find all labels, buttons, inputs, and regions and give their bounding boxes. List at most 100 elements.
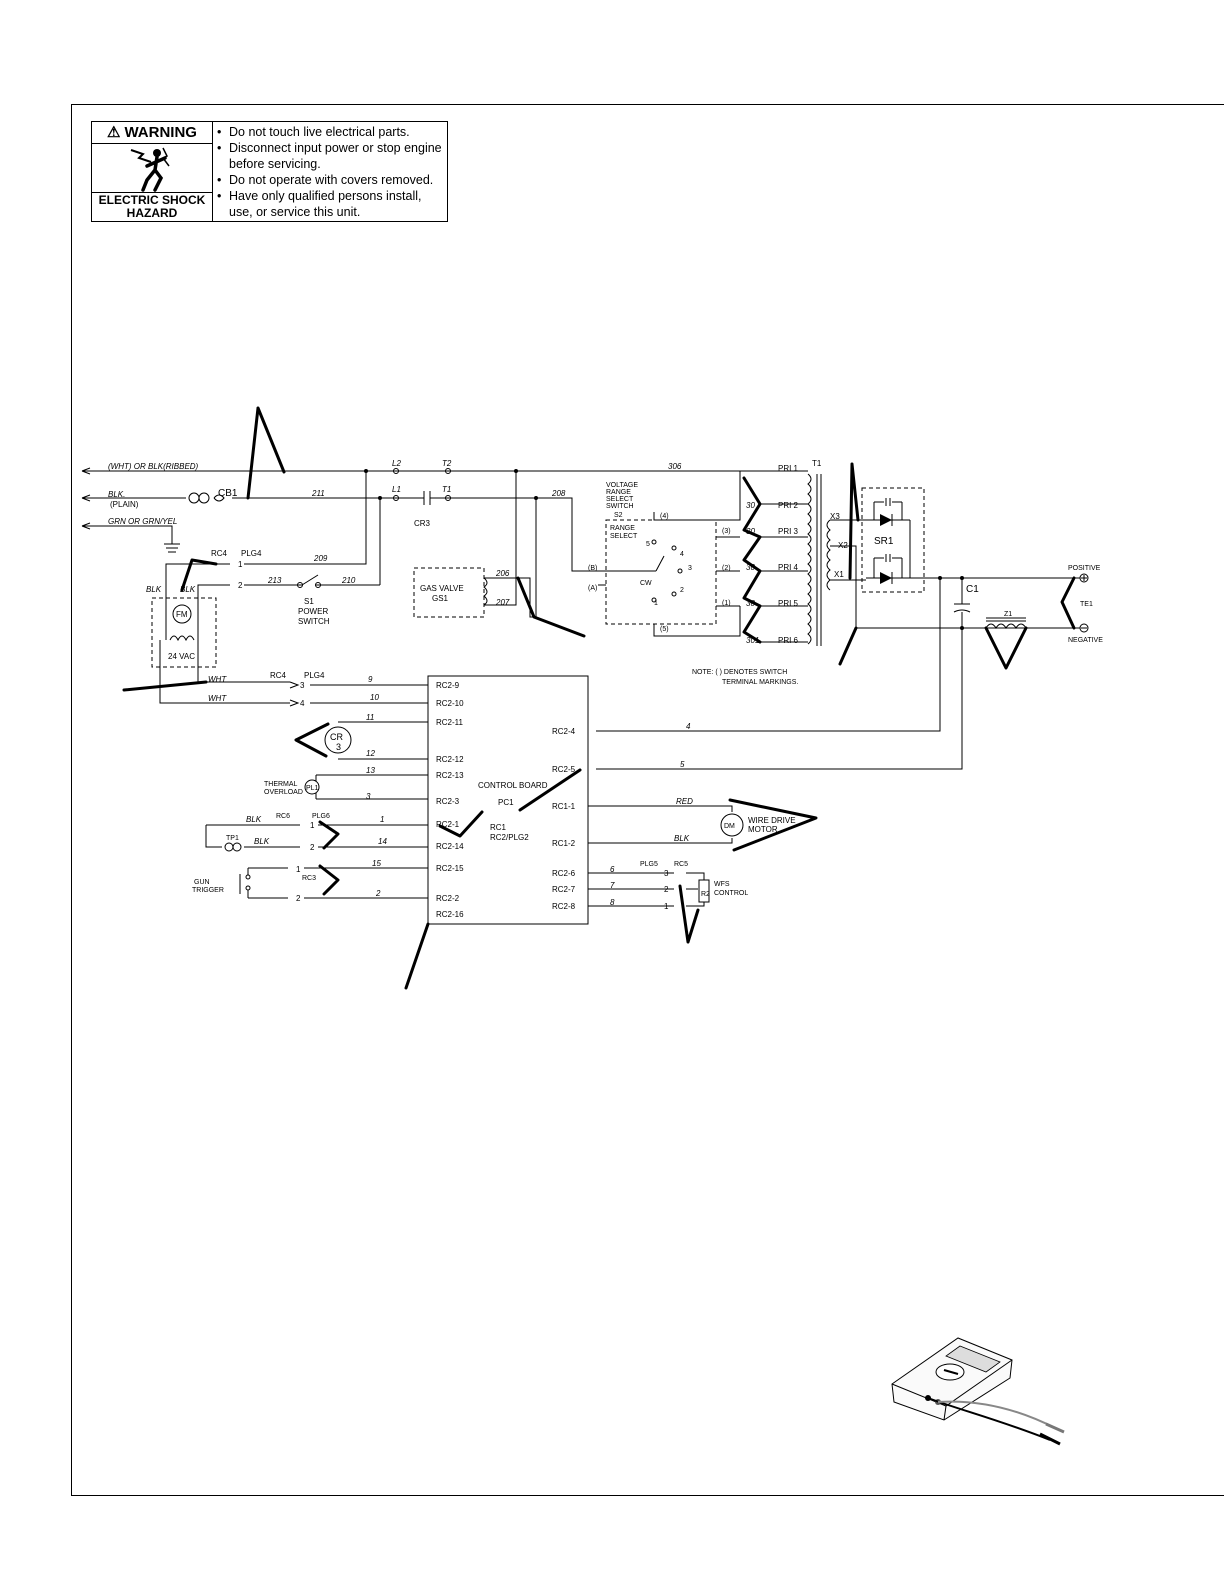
- terminal-label: L2: [392, 459, 401, 468]
- switch-label: SWITCH: [298, 617, 330, 626]
- potentiometer-label: R2: [701, 891, 710, 898]
- output-terminal-label: NEGATIVE: [1068, 637, 1103, 644]
- primary-tap-label: PRI 1: [778, 464, 799, 473]
- pin-label: RC2-12: [436, 755, 464, 764]
- pin-label: RC2-6: [552, 869, 576, 878]
- pin-label: RC2-5: [552, 765, 576, 774]
- switch-position: 4: [680, 551, 684, 558]
- shock-hazard-icon: [92, 144, 212, 193]
- drive-motor-label: DM: [724, 823, 735, 830]
- plug-pin-number: 4: [300, 699, 305, 708]
- wire-number: 8: [610, 898, 615, 907]
- terminal-label: L1: [392, 485, 401, 494]
- note-text: TERMINAL MARKINGS.: [722, 679, 798, 686]
- switch-terminal: (A): [588, 585, 597, 592]
- switch-terminal: (B): [588, 565, 597, 572]
- gas-valve: GAS VALVE GS1: [413, 567, 488, 618]
- switch-label: S1: [304, 597, 314, 606]
- wire-color-label: WHT: [208, 675, 227, 684]
- control-board-label: PC1: [498, 798, 514, 807]
- wire-number: 30: [746, 501, 755, 510]
- switch-label: CW: [640, 580, 652, 587]
- main-transformer: T1 PRI 1 PRI 2 PRI 3 PRI 4 PRI 5 PRI 6 3…: [746, 459, 866, 646]
- thermal-protector-label: TP1: [226, 835, 239, 842]
- wire-number: 2: [375, 889, 381, 898]
- switch-label: S2: [614, 512, 623, 519]
- output-terminal-label: TE1: [1080, 601, 1093, 608]
- warning-item-text: Have only qualified persons install, use…: [229, 189, 422, 219]
- connector-label: RC3: [302, 875, 316, 882]
- wire-color-label: (PLAIN): [110, 500, 139, 509]
- switch-label: VOLTAGE: [606, 482, 638, 489]
- rectifier-label: SR1: [874, 536, 894, 547]
- connector-label: RC4: [211, 549, 228, 558]
- ground-label: GRN OR GRN/YEL: [108, 517, 177, 526]
- warning-item: •Do not touch live electrical parts.: [217, 125, 410, 139]
- switch-terminal: (2): [722, 565, 731, 572]
- warning-item: •Have only qualified persons install, us…: [217, 188, 443, 220]
- wire-color-label: WHT: [208, 694, 227, 703]
- inductor-label: Z1: [1004, 611, 1012, 618]
- wire-color-label: BLK: [246, 815, 262, 824]
- pin-label: RC2-10: [436, 699, 464, 708]
- relay-label: 3: [336, 742, 341, 752]
- wire-number: 12: [366, 749, 375, 758]
- contactor-label: CR3: [414, 519, 431, 528]
- wire-number: 30: [746, 563, 755, 572]
- terminal-label: T1: [442, 485, 451, 494]
- gun-trigger-label: GUN: [194, 879, 210, 886]
- plug-pin-number: 1: [296, 865, 301, 874]
- wire-number: 5: [680, 760, 685, 769]
- wire-color-label: BLK: [674, 834, 690, 843]
- input-labels: (WHT) OR BLK(RIBBED) BLK. (PLAIN) GRN OR…: [108, 459, 682, 626]
- multimeter-icon: [891, 1337, 1065, 1446]
- wire-number: 15: [372, 859, 381, 868]
- control-board: CONTROL BOARD PC1 RC1 RC2/PLG2: [427, 675, 589, 925]
- wire-number: 209: [313, 554, 328, 563]
- connector-label: PLG4: [304, 671, 325, 680]
- pin-label: RC2-15: [436, 864, 464, 873]
- wire-number: 13: [366, 766, 375, 775]
- secondary-tap-label: X1: [834, 570, 844, 579]
- plug-pin-number: 1: [238, 560, 243, 569]
- connector-label: RC6: [276, 813, 290, 820]
- plug-pin-number: 3: [300, 681, 305, 690]
- switch-terminal: (4): [660, 513, 669, 520]
- warning-left-panel: ⚠ WARNING ELECTRIC SHOCK HAZARD: [92, 122, 213, 221]
- component-label: THERMAL: [264, 781, 298, 788]
- wire-number: 4: [686, 722, 691, 731]
- component-label: OVERLOAD: [264, 789, 303, 796]
- primary-tap-label: PRI 2: [778, 501, 799, 510]
- wire-number: 301: [746, 636, 759, 645]
- switch-label: SWITCH: [606, 503, 634, 510]
- input-power-lines: [81, 467, 752, 618]
- pin-label: RC2-11: [436, 718, 464, 727]
- switch-terminal: (1): [722, 600, 731, 607]
- switch-label: SELECT: [610, 533, 638, 540]
- output-terminal-label: POSITIVE: [1068, 565, 1101, 572]
- primary-tap-label: PRI 3: [778, 527, 799, 536]
- connector-label: PLG6: [312, 813, 330, 820]
- wire-color-label: BLK: [254, 837, 270, 846]
- switch-label: POWER: [298, 607, 328, 616]
- output-circuit: C1 Z1 POSITIVE TE1 NEGATIVE: [596, 565, 1103, 770]
- capacitor-label: C1: [966, 584, 979, 595]
- page-frame-bottom: [71, 1495, 1224, 1496]
- wire-number: 1: [380, 815, 384, 824]
- wire-color-label: BLK: [146, 585, 162, 594]
- switch-label: RANGE: [610, 525, 635, 532]
- rectifier-sr1: SR1: [861, 487, 940, 593]
- pin-label: RC2-14: [436, 842, 464, 851]
- wire-number: 30: [746, 599, 755, 608]
- switch-position: 3: [688, 565, 692, 572]
- wire-number: 210: [341, 576, 356, 585]
- switch-terminal: (3): [722, 528, 731, 535]
- wfs-control-label: WFS: [714, 881, 730, 888]
- fan-motor-label: FM: [176, 610, 188, 619]
- wire-number: 3: [366, 792, 371, 801]
- voltage-label: 24 VAC: [168, 652, 195, 661]
- connector-label: PLG5: [640, 861, 658, 868]
- wfs-control-label: CONTROL: [714, 890, 748, 897]
- plug-pin-number: 1: [310, 821, 315, 830]
